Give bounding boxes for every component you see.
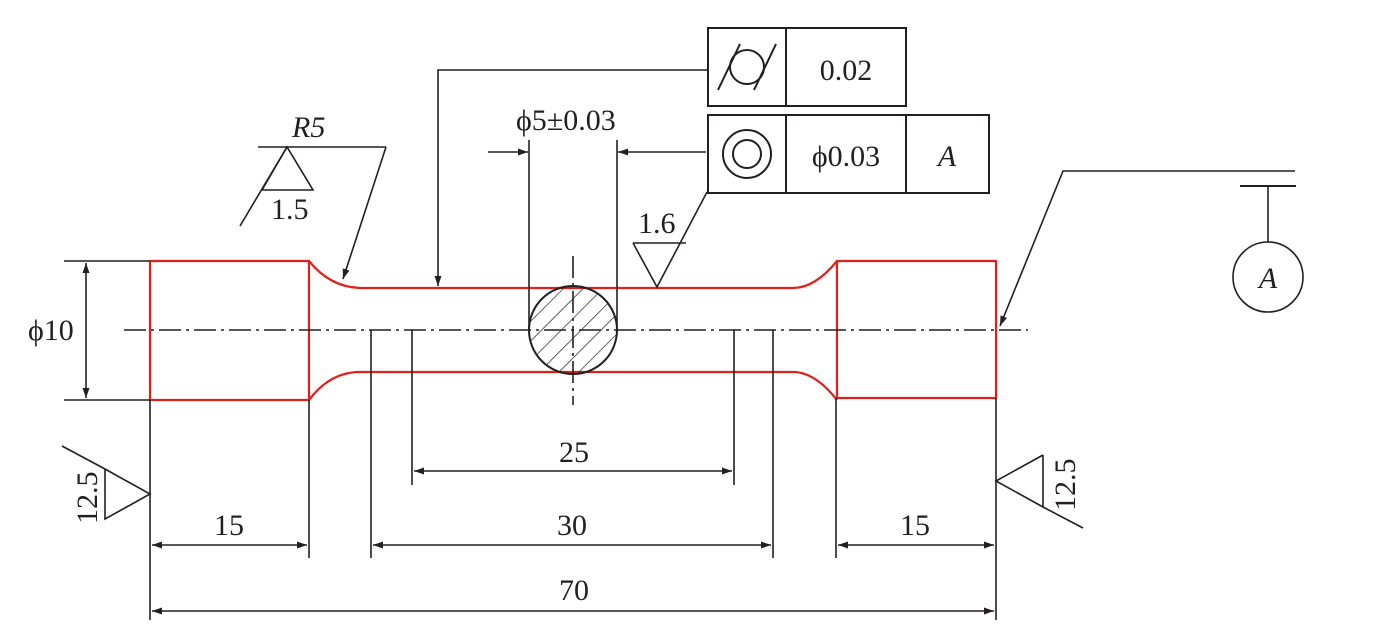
dim-length-30: 30 [373,509,771,549]
dim-dia-10: ϕ10 [28,260,150,401]
dim-length-70-text: 70 [559,574,589,607]
roughness-right-face: 12.5 [994,454,1084,529]
dim-length-25: 25 [414,436,732,475]
radius-roughness-callout: R5 1.5 [239,111,387,280]
roughness-triangle-fillet [260,145,315,191]
dim-dia-10-text: ϕ10 [28,314,74,347]
dim-length-30-text: 30 [557,509,587,542]
concentricity-icon [722,129,772,179]
datum-label: A [1257,262,1278,295]
concentricity-datum: A [936,140,957,173]
cylindricity-leader [434,69,708,286]
dim-length-70: 70 [152,574,994,615]
extension-lines [149,330,997,620]
dim-length-15-left-text: 15 [214,509,244,542]
concentricity-value: ϕ0.03 [812,140,880,173]
roughness-left-face: 12.5 [61,445,152,525]
cylindricity-value: 0.02 [820,54,873,87]
roughness-center: 1.6 [632,191,708,289]
roughness-fillet-text: 1.5 [271,193,309,226]
cylindricity-icon [717,43,777,91]
datum-leader [999,170,1295,327]
roughness-right-face-text: 12.5 [1049,459,1082,512]
dim-dia-5-text: ϕ5±0.03 [516,104,616,137]
concentricity-frame: ϕ0.03 A [707,114,990,194]
dim-length-15-left: 15 [152,509,307,549]
datum-symbol: A [1232,185,1304,313]
radius-text: R5 [291,111,325,144]
dim-length-25-text: 25 [559,436,589,469]
cross-section [528,285,618,375]
roughness-left-face-text: 12.5 [71,472,104,525]
dim-length-15-right-text: 15 [900,509,930,542]
dim-length-15-right: 15 [838,509,994,549]
roughness-center-text: 1.6 [638,207,676,240]
dim-dia-5: ϕ5±0.03 [488,104,706,330]
cylindricity-frame: 0.02 [707,27,907,107]
